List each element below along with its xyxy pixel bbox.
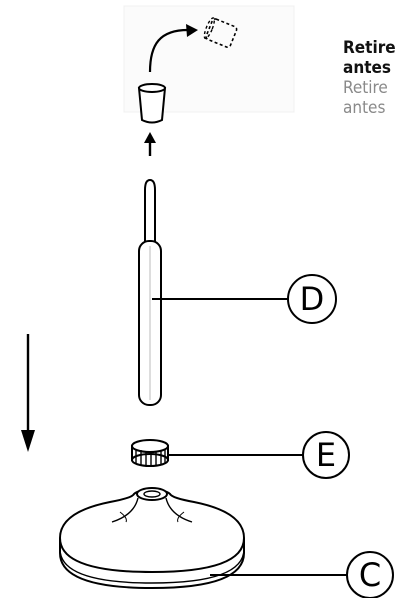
callout-e-label: E bbox=[316, 436, 336, 474]
instruction-line-3: Retire bbox=[343, 78, 388, 98]
screw-e bbox=[131, 439, 169, 467]
instruction-line-2: antes bbox=[343, 58, 392, 78]
down-arrow-icon bbox=[21, 334, 35, 452]
removed-cap-dashed bbox=[203, 17, 238, 49]
callout-d-label: D bbox=[300, 280, 325, 318]
cap bbox=[137, 83, 167, 124]
callout-e: E bbox=[168, 431, 350, 479]
curved-arrow-head-icon bbox=[186, 24, 198, 37]
curved-arrow bbox=[148, 28, 189, 73]
callout-c: C bbox=[210, 551, 394, 598]
up-arrow-icon bbox=[144, 132, 156, 156]
instruction-line-4: antes bbox=[343, 98, 386, 118]
base-c bbox=[58, 487, 246, 590]
rod-d bbox=[138, 178, 162, 406]
instruction-line-1: Retire bbox=[343, 38, 396, 58]
callout-c-label: C bbox=[359, 556, 381, 594]
callout-d: D bbox=[152, 274, 337, 324]
